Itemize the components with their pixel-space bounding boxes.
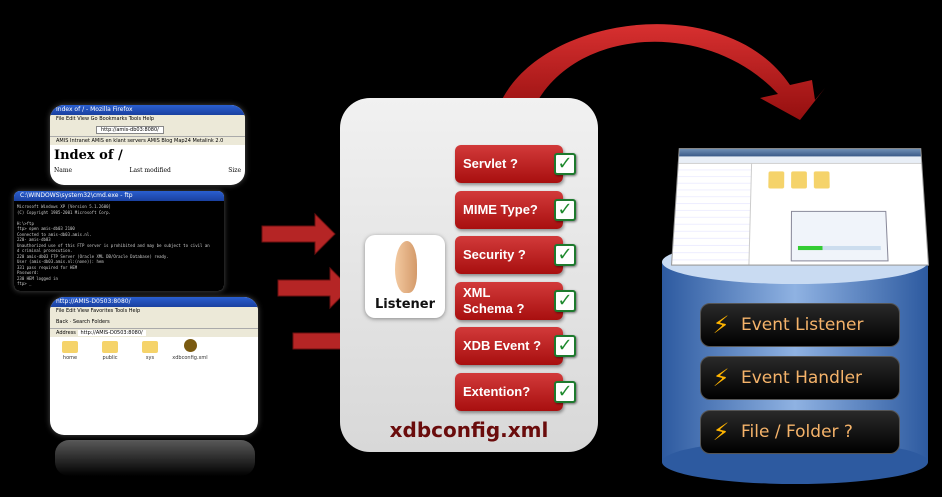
ear-icon xyxy=(395,241,417,293)
lightning-icon: ⚡ xyxy=(712,418,730,446)
folder-icon[interactable] xyxy=(142,341,158,353)
console-window: C:\WINDOWS\system32\cmd.exe - ftp Micros… xyxy=(14,191,224,291)
arrow-1 xyxy=(261,212,336,256)
checkbox-icon: ✓ xyxy=(554,381,576,403)
check-mime-type: MIME Type? xyxy=(455,191,563,229)
explorer-window: http://AMIS-D0503:8080/ File Edit View F… xyxy=(50,297,258,435)
checkbox-icon: ✓ xyxy=(554,153,576,175)
check-xml-schema: XML Schema ? xyxy=(455,282,563,320)
firefox-window: Index of / - Mozilla Firefox File Edit V… xyxy=(50,105,245,185)
reflection xyxy=(55,440,255,476)
folder-icon[interactable] xyxy=(62,341,78,353)
file-folder-item: ⚡File / Folder ? xyxy=(700,410,900,454)
copy-dialog xyxy=(790,210,889,262)
xml-file-icon[interactable] xyxy=(184,339,197,352)
panel-footer: xdbconfig.xml xyxy=(389,418,549,442)
event-handler-item: ⚡Event Handler xyxy=(700,356,900,400)
listener-box: Listener xyxy=(365,235,445,318)
event-listener-item: ⚡Event Listener xyxy=(700,303,900,347)
address-field[interactable]: http://AMIS-D0503:8080/ xyxy=(77,330,146,336)
folder-icon xyxy=(768,171,785,189)
checkbox-icon: ✓ xyxy=(554,290,576,312)
lightning-icon: ⚡ xyxy=(712,364,730,392)
lightning-icon: ⚡ xyxy=(712,311,730,339)
check-security: Security ? xyxy=(455,236,563,274)
url-field[interactable]: http://amis-db03:8080/ xyxy=(96,126,164,134)
checkbox-icon: ✓ xyxy=(554,244,576,266)
explorer-screenshot xyxy=(670,148,930,266)
folder-icon xyxy=(813,171,830,189)
folder-icon[interactable] xyxy=(102,341,118,353)
checkbox-icon: ✓ xyxy=(554,199,576,221)
check-servlet: Servlet ? xyxy=(455,145,563,183)
checkbox-icon: ✓ xyxy=(554,335,576,357)
page-heading: Index of / xyxy=(54,148,123,163)
check-extention: Extention? xyxy=(455,373,563,411)
folder-icon xyxy=(791,171,807,189)
bookmarks-bar: AMIS Intranet AMIS en klant servers AMIS… xyxy=(50,137,245,145)
check-xdb-event: XDB Event ? xyxy=(455,327,563,365)
